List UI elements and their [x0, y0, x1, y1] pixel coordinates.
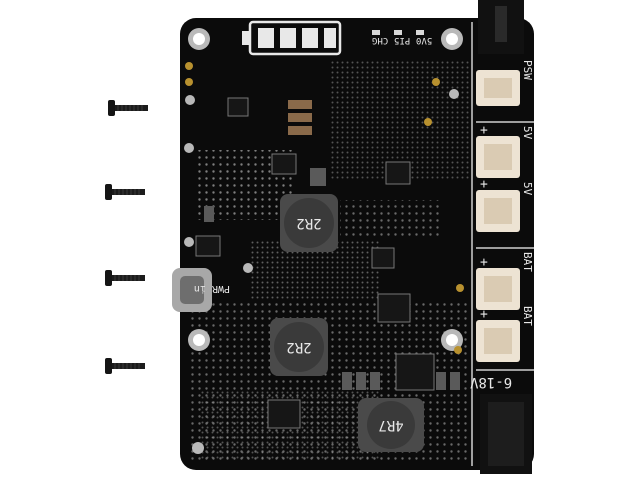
- connector-labels: PSW 5V 5V BAT BAT + + + + 6-18V: [469, 60, 534, 390]
- ic-chips: [195, 97, 435, 429]
- dc-barrel-jack: [480, 394, 532, 474]
- test-pads: [184, 89, 459, 454]
- power-switch: [478, 0, 524, 54]
- plus-bat-b: +: [480, 307, 488, 322]
- inductor-bottom-label: 4R7: [378, 417, 403, 433]
- inductor-bottom: 4R7: [358, 398, 424, 452]
- jst-connectors: [476, 70, 534, 371]
- plus-5v-a: +: [480, 123, 488, 138]
- screw-set: [105, 100, 148, 374]
- inductor-top: 2R2: [280, 194, 338, 252]
- gold-pads: [185, 62, 464, 354]
- screw-4: [105, 358, 145, 374]
- inductor-top-label: 2R2: [296, 215, 321, 231]
- label-bat-b: BAT: [521, 306, 534, 326]
- label-bat-a: BAT: [521, 252, 534, 272]
- usb-c-port: PWR in: [172, 268, 230, 312]
- led-label-chg: CHG: [372, 35, 388, 45]
- battery-level-graphic: [242, 20, 342, 56]
- connector-psw: [476, 70, 520, 106]
- label-vin-range: 6-18V: [469, 374, 512, 390]
- plus-bat-a: +: [480, 255, 488, 270]
- label-psw: PSW: [521, 60, 534, 80]
- connector-bat-a: [476, 268, 520, 310]
- screw-3: [105, 270, 145, 286]
- screw-1: [108, 100, 148, 116]
- inductor-mid: 2R2: [270, 318, 328, 376]
- inductor-mid-label: 2R2: [286, 339, 311, 355]
- resistor-array: [204, 100, 460, 390]
- label-5v-b: 5V: [521, 182, 534, 196]
- led-label-pi5: PI5: [394, 35, 410, 45]
- mounting-holes: [188, 28, 463, 351]
- led-label-5v0: 5V0: [416, 35, 432, 45]
- screw-2: [105, 184, 145, 200]
- connector-5v-a: [476, 136, 520, 178]
- plus-5v-b: +: [480, 177, 488, 192]
- label-pwr-in: PWR in: [194, 283, 230, 294]
- status-leds: CHG PI5 5V0: [372, 30, 432, 45]
- label-5v-a: 5V: [521, 126, 534, 140]
- connector-bat-b: [476, 320, 520, 362]
- connector-5v-b: [476, 190, 520, 232]
